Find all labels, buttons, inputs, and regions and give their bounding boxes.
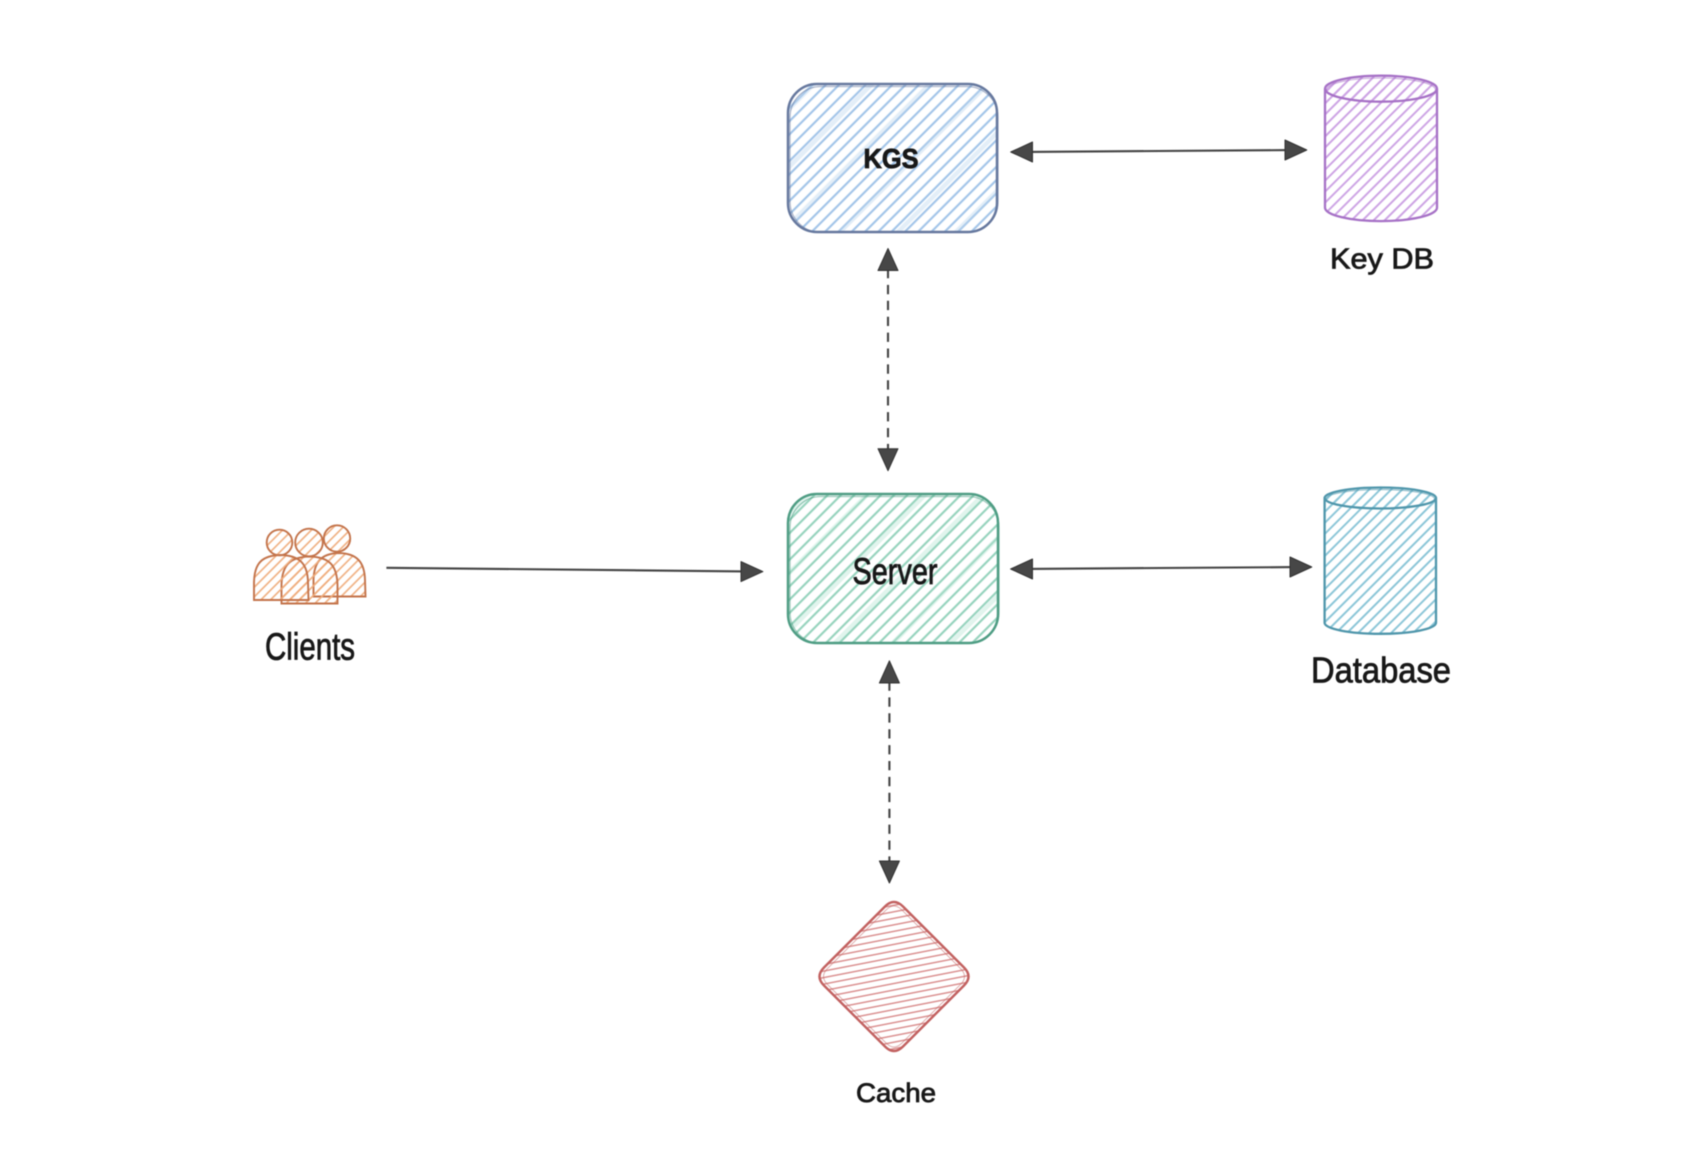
svg-text:Database: Database xyxy=(1311,650,1451,691)
svg-text:Clients: Clients xyxy=(265,627,355,669)
svg-text:Key DB: Key DB xyxy=(1330,244,1434,276)
svg-text:Server: Server xyxy=(853,551,938,592)
svg-text:KGS: KGS xyxy=(864,143,919,174)
svg-text:Cache: Cache xyxy=(856,1078,936,1108)
